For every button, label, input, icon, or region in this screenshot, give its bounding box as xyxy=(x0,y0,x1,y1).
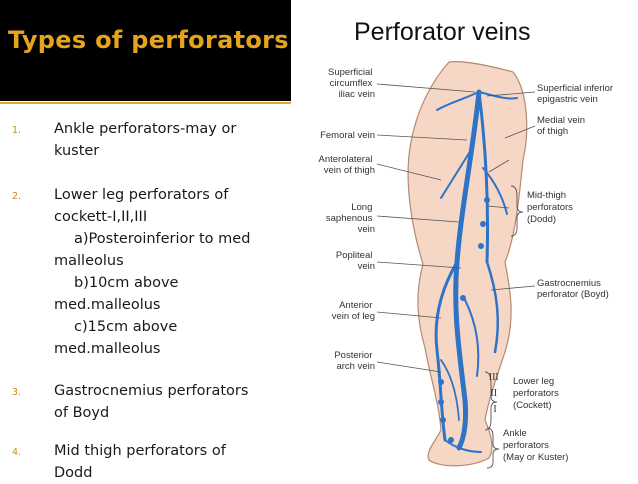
list-item-lower-leg: 2. Lower leg perforators of cockett-I,II… xyxy=(12,184,282,380)
label-posterior-arch: Posterior arch vein xyxy=(334,350,375,372)
label-superficial-circumflex: Superficial circumflex iliac vein xyxy=(328,67,375,100)
label-mid-thigh: Mid-thigh perforators (Dodd) xyxy=(527,190,576,225)
label-femoral-vein: Femoral vein xyxy=(320,130,375,141)
list-line: c)15cm above xyxy=(74,319,178,335)
label-anterior-leg: Anterior vein of leg xyxy=(332,300,375,322)
list-line: b)10cm above xyxy=(74,275,179,291)
label-medial-thigh: Medial vein of thigh xyxy=(537,115,588,137)
label-gastrocnemius: Gastrocnemius perforator (Boyd) xyxy=(537,278,609,300)
list-number: 4. xyxy=(12,447,22,458)
title-underline xyxy=(0,102,291,104)
list-number: 3. xyxy=(12,387,22,398)
label-brackets xyxy=(484,185,524,469)
perforator-list: 1. Ankle perforators-may or kuster 2. Lo… xyxy=(12,118,282,484)
list-item-gastrocnemius: 3. Gastrocnemius perforators of Boyd xyxy=(12,380,282,440)
list-number: 2. xyxy=(12,191,22,202)
perforator-points xyxy=(438,197,490,443)
label-popliteal: Popliteal vein xyxy=(336,250,375,272)
list-line: Ankle perforators-may or xyxy=(54,121,237,137)
list-line: med.malleolus xyxy=(54,297,161,313)
perforator-veins-figure: Perforator veins xyxy=(291,0,638,479)
list-line: cockett-I,II,III xyxy=(54,209,148,225)
list-item-ankle: 1. Ankle perforators-may or kuster xyxy=(12,118,282,184)
cockett-roman-numerals: III II I xyxy=(489,372,502,415)
list-line: of Boyd xyxy=(54,405,110,421)
list-line: Mid thigh perforators of xyxy=(54,443,226,459)
list-line: med.malleolus xyxy=(54,341,161,357)
label-long-saphenous: Long saphenous vein xyxy=(326,202,375,235)
list-line: Dodd xyxy=(54,465,93,481)
vein-network xyxy=(434,89,518,453)
label-anterolateral: Anterolateral vein of thigh xyxy=(318,154,375,176)
title-bar: Types of perforators xyxy=(0,0,291,101)
list-line: Lower leg perforators of xyxy=(54,187,229,203)
list-item-mid-thigh: 4. Mid thigh perforators of Dodd xyxy=(12,440,282,484)
pointer-lines xyxy=(376,83,536,373)
leg-diagram: Perforator veins xyxy=(318,18,616,469)
list-line: kuster xyxy=(54,143,100,159)
list-number: 1. xyxy=(12,125,22,136)
label-superficial-inferior: Superficial inferior epigastric vein xyxy=(537,83,616,105)
list-line: malleolus xyxy=(54,253,124,269)
list-line: a)Posteroinferior to med xyxy=(74,231,251,247)
list-line: Gastrocnemius perforators xyxy=(54,383,249,399)
figure-title: Perforator veins xyxy=(354,18,530,46)
label-lower-leg: Lower leg perforators (Cockett) xyxy=(513,376,562,411)
label-ankle: Ankle perforators (May or Kuster) xyxy=(503,428,568,463)
slide-title: Types of perforators xyxy=(8,26,289,54)
